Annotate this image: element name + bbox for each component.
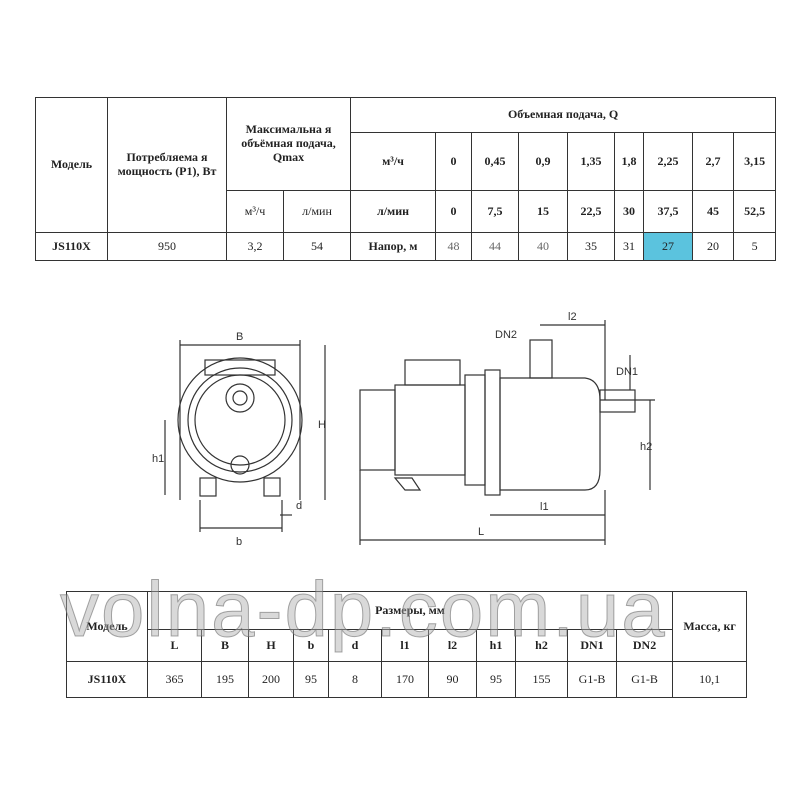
head-cell: 48 xyxy=(435,232,473,261)
label-l2: l2 xyxy=(568,311,577,323)
header-flow: Объемная подача, Q xyxy=(350,97,777,133)
head-cell: 35 xyxy=(567,232,616,261)
dim-value-cell: 200 xyxy=(248,661,294,698)
dim-column-header: d xyxy=(328,629,382,662)
header-qmax: Максимальна я объёмная подача, Qmax xyxy=(225,97,352,191)
qmax-lmin-header: л/мин xyxy=(282,190,352,233)
label-B: B xyxy=(236,331,243,343)
flow-lmin-label: л/мин xyxy=(350,190,437,233)
flow-m3h-cell: 0,9 xyxy=(518,132,569,191)
dim-value-cell: G1-B xyxy=(567,661,617,698)
label-d: d xyxy=(296,500,302,512)
dim-value-cell: 95 xyxy=(476,661,516,698)
flow-m3h-cell: 0 xyxy=(435,132,473,191)
flow-lmin-cell: 52,5 xyxy=(733,190,777,233)
dim-column-header: DN2 xyxy=(615,629,674,662)
dim-header-sizes: Размеры, мм xyxy=(146,591,674,630)
head-cell: 44 xyxy=(471,232,520,261)
dim-column-header: h2 xyxy=(515,629,568,662)
head-cell: 27 xyxy=(643,232,694,261)
power-cell: 950 xyxy=(107,232,227,261)
performance-table: Модель Потребляема я мощность (P1), Вт М… xyxy=(35,97,777,261)
header-power: Потребляема я мощность (P1), Вт xyxy=(107,97,227,233)
dim-value-cell: 8 xyxy=(328,661,382,698)
label-L: L xyxy=(478,526,484,538)
dim-value-cell: 365 xyxy=(147,661,202,698)
head-cell: 31 xyxy=(614,232,645,261)
dim-column-header: l1 xyxy=(381,629,429,662)
qmax-m3-header: м³/ч xyxy=(226,190,284,233)
dim-column-header: DN1 xyxy=(567,629,617,662)
head-cell: 20 xyxy=(692,232,735,261)
label-b: b xyxy=(236,536,242,548)
dim-value-cell: G1-B xyxy=(615,661,674,698)
head-cell: 40 xyxy=(518,232,569,261)
dim-value-cell: 170 xyxy=(381,661,429,698)
flow-m3-label: м³/ч xyxy=(350,132,437,191)
dim-value-cell: 155 xyxy=(515,661,568,698)
dim-header-mass: Масса, кг xyxy=(672,591,748,662)
header-model: Модель xyxy=(35,97,108,233)
head-cell: 5 xyxy=(733,232,777,261)
qmax-lmin-cell: 54 xyxy=(282,232,352,261)
dim-model-cell: JS110X xyxy=(66,661,148,698)
label-DN2: DN2 xyxy=(495,329,517,341)
flow-m3h-cell: 0,45 xyxy=(471,132,520,191)
label-h2: h2 xyxy=(640,441,652,453)
dim-value-cell: 90 xyxy=(428,661,477,698)
dim-column-header: h1 xyxy=(476,629,516,662)
dim-column-header: B xyxy=(201,629,249,662)
dim-value-cell: 195 xyxy=(201,661,249,698)
dim-column-header: l2 xyxy=(428,629,477,662)
label-h1: h1 xyxy=(152,453,164,465)
dim-column-header: b xyxy=(293,629,329,662)
dim-mass-cell: 10,1 xyxy=(672,661,748,698)
dim-column-header: H xyxy=(248,629,294,662)
qmax-m3-cell: 3,2 xyxy=(226,232,284,261)
dim-column-header: L xyxy=(147,629,202,662)
model-cell: JS110X xyxy=(35,232,108,261)
label-l1: l1 xyxy=(540,501,549,513)
dim-value-cell: 95 xyxy=(293,661,329,698)
label-H: H xyxy=(318,419,326,431)
dim-header-model: Модель xyxy=(66,591,148,662)
label-DN1: DN1 xyxy=(616,366,638,378)
flow-lmin-cell: 7,5 xyxy=(471,190,520,233)
flow-m3h-cell: 3,15 xyxy=(733,132,777,191)
